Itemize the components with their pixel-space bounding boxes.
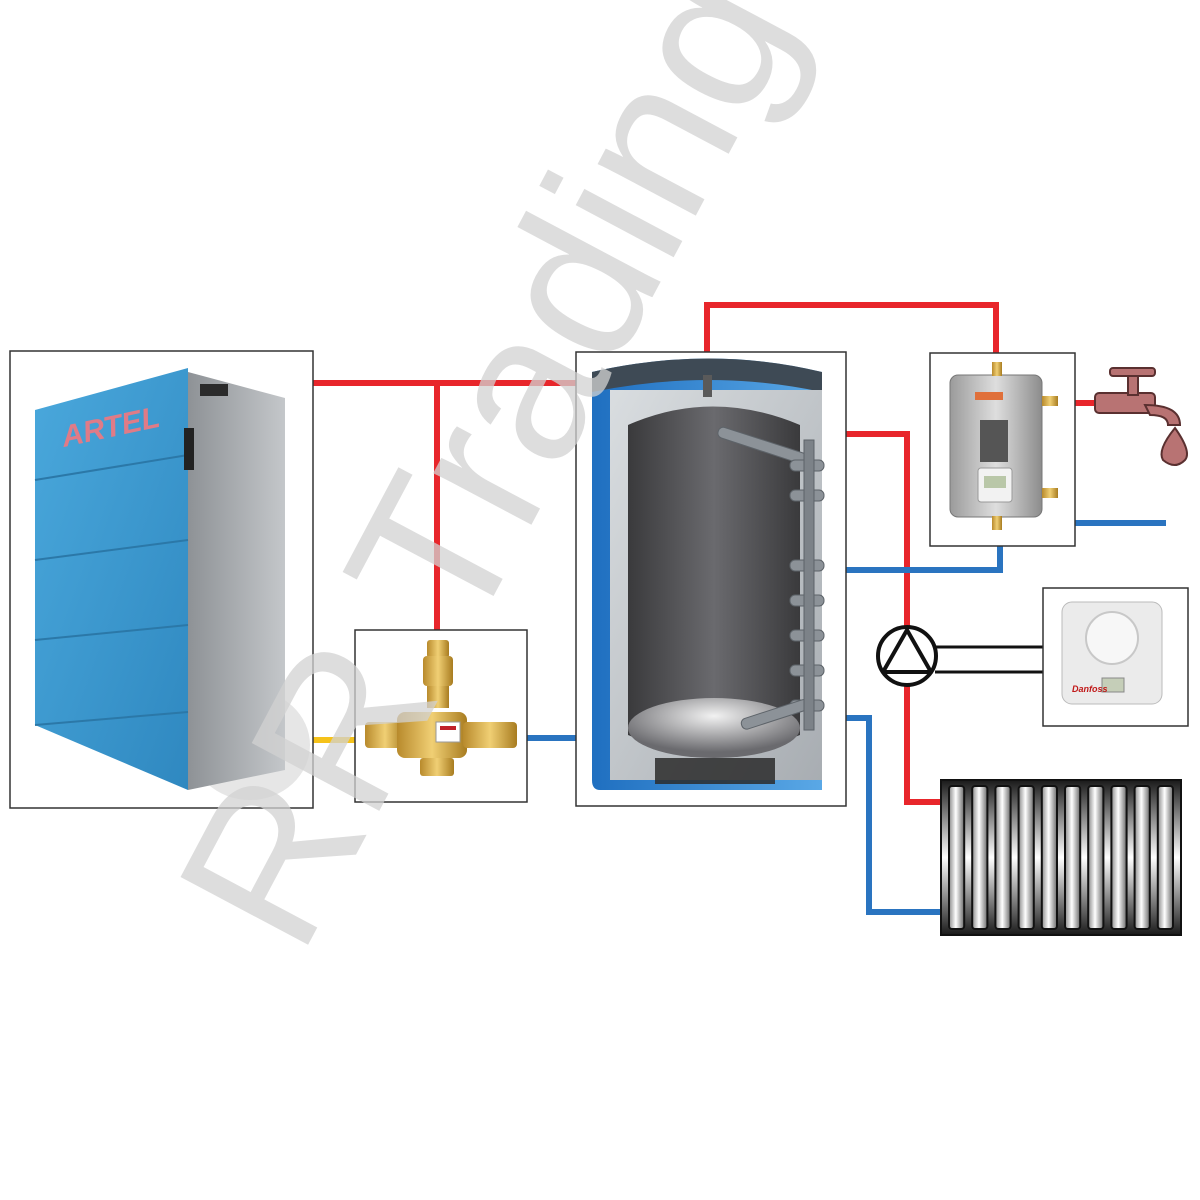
radiator-fin xyxy=(1133,785,1151,930)
mixing-valve-icon xyxy=(365,640,517,776)
radiator-fin xyxy=(1017,785,1035,930)
cold-pipe-radiator-return xyxy=(846,715,941,915)
pump-icon xyxy=(876,625,938,687)
heater-label xyxy=(975,392,1003,400)
heater-display xyxy=(984,476,1006,488)
tank-connection-pipes xyxy=(717,426,825,731)
radiator-fin xyxy=(1064,785,1082,930)
boiler-display xyxy=(200,384,228,396)
radiator-fin xyxy=(948,785,966,930)
radiator-fin xyxy=(971,785,989,930)
heater-right-fitting-top xyxy=(1042,396,1058,406)
radiator-fins xyxy=(948,785,1175,930)
pump-control-lines xyxy=(935,645,1043,674)
mixing-valve-panel xyxy=(354,629,528,803)
hot-water-pipes xyxy=(313,302,1095,805)
heater-bottom-fitting xyxy=(992,516,1002,530)
thermostat-brand: Danfoss xyxy=(1072,684,1108,694)
hot-pipe-tank-top-to-heater xyxy=(704,302,999,353)
radiator-fin xyxy=(1087,785,1105,930)
radiator-fin xyxy=(994,785,1012,930)
tank-inner-bottom xyxy=(628,698,800,758)
boiler-panel: ARTEL xyxy=(9,350,314,809)
thermostat-display xyxy=(1101,677,1125,693)
faucet-icon xyxy=(1094,367,1188,466)
hot-pipe-tank-to-heating-loop xyxy=(846,431,941,805)
buffer-tank-panel xyxy=(575,351,847,807)
water-heater-panel xyxy=(929,352,1076,547)
tank-sensor-sleeve xyxy=(703,375,712,397)
heater-right-fitting-bottom xyxy=(1042,488,1058,498)
tank-legs xyxy=(655,758,775,784)
radiator-fin xyxy=(1040,785,1059,930)
boiler-side xyxy=(188,372,285,790)
cold-pipe-tank-to-heater xyxy=(846,546,1003,573)
thermostat-panel: Danfoss xyxy=(1042,587,1189,727)
tank-inner-vessel xyxy=(628,406,800,753)
radiator-fin xyxy=(1110,785,1128,930)
heater-top-fitting xyxy=(992,362,1002,376)
radiator-fin xyxy=(1156,785,1175,930)
radiator xyxy=(940,779,1182,936)
boiler-handle xyxy=(184,428,194,470)
thermostat-dial xyxy=(1085,611,1139,665)
cold-water-pipes xyxy=(527,520,1166,915)
boiler-panel-lines xyxy=(34,454,189,726)
heater-window xyxy=(980,420,1008,462)
